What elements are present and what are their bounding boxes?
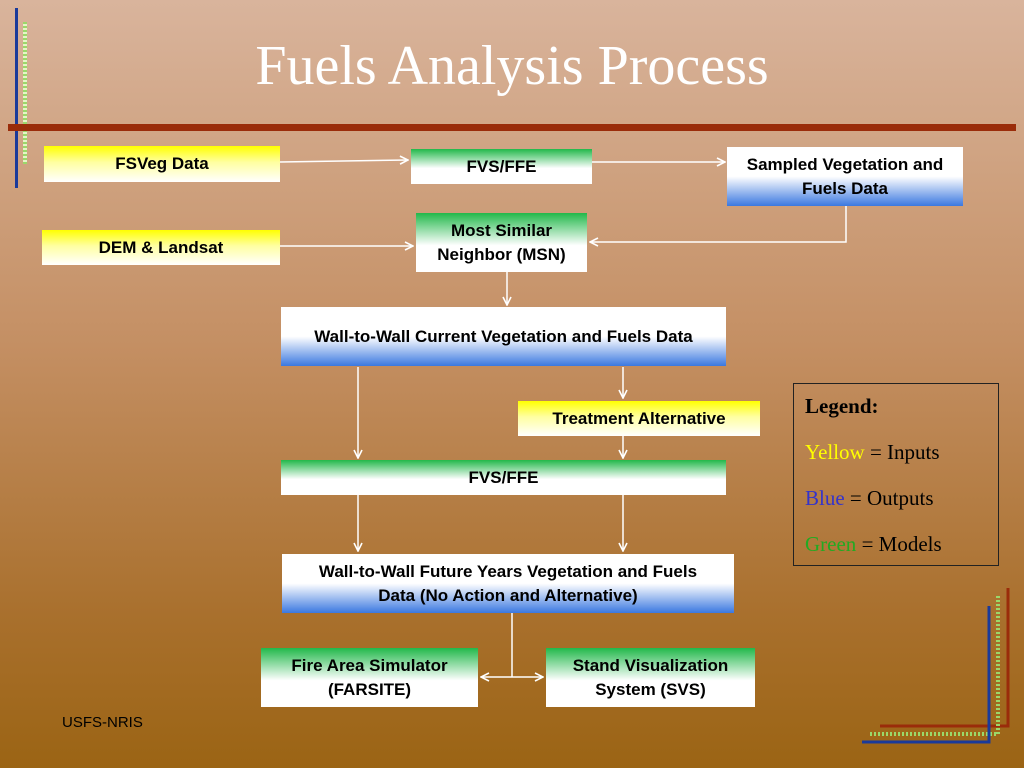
box-fsveg-data: FSVeg Data [44, 146, 280, 182]
legend-meaning-outputs: = Outputs [849, 486, 934, 510]
box-treatment-alternative: Treatment Alternative [518, 401, 760, 436]
legend-item-outputs: Blue = Outputs [805, 486, 987, 532]
box-fvs-ffe-top: FVS/FFE [411, 149, 592, 184]
box-msn: Most Similar Neighbor (MSN) [416, 213, 587, 272]
legend-color-blue: Blue [805, 486, 845, 510]
slide-title: Fuels Analysis Process [255, 35, 769, 97]
legend-meaning-models: = Models [861, 532, 942, 556]
decor-blue-bar-top-left [15, 8, 18, 188]
box-svs: Stand Visualization System (SVS) [546, 648, 755, 707]
box-wall-to-wall-current: Wall-to-Wall Current Vegetation and Fuel… [281, 307, 726, 366]
box-sampled-vegetation: Sampled Vegetation and Fuels Data [727, 147, 963, 206]
legend-color-yellow: Yellow [805, 440, 865, 464]
footer-label: USFS-NRIS [62, 714, 143, 731]
legend-title: Legend: [805, 394, 879, 418]
legend-color-green: Green [805, 532, 857, 556]
arrow-fsveg-to-fvs [279, 160, 408, 162]
legend-meaning-inputs: = Inputs [869, 440, 940, 464]
box-fvs-ffe-mid: FVS/FFE [281, 460, 726, 495]
legend-box: Legend: Yellow = Inputs Blue = Outputs G… [793, 383, 999, 566]
title-divider-bar [8, 124, 1016, 131]
box-wall-to-wall-future: Wall-to-Wall Future Years Vegetation and… [282, 554, 734, 613]
box-dem-landsat: DEM & Landsat [42, 230, 280, 265]
arrow-sampled-to-msn [590, 205, 847, 242]
legend-item-inputs: Yellow = Inputs [805, 440, 987, 486]
decor-green-bar-top-left [23, 22, 27, 164]
legend-item-models: Green = Models [805, 532, 987, 578]
box-farsite: Fire Area Simulator (FARSITE) [261, 648, 478, 707]
